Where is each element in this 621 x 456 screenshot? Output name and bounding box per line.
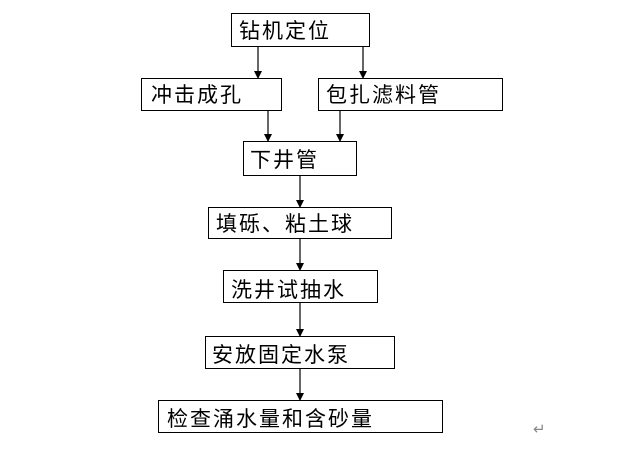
step-well-wash-pump-test: 洗井试抽水 — [223, 270, 378, 303]
step-check-water-sand: 检查涌水量和含砂量 — [158, 400, 443, 433]
step-install-pump-label: 安放固定水泵 — [212, 343, 350, 367]
step-wrap-filter-pipe-label: 包扎滤料管 — [326, 83, 441, 107]
step-drill-positioning: 钻机定位 — [231, 13, 370, 47]
paragraph-return-icon: ↵ — [533, 420, 546, 438]
step-fill-gravel-clay: 填砾、粘土球 — [208, 207, 392, 239]
step-lower-casing-label: 下井管 — [250, 148, 319, 172]
step-percussion-hole-label: 冲击成孔 — [151, 83, 243, 107]
step-lower-casing: 下井管 — [243, 141, 357, 176]
step-install-pump: 安放固定水泵 — [205, 336, 395, 369]
step-check-water-sand-label: 检查涌水量和含砂量 — [167, 407, 374, 431]
step-well-wash-pump-test-label: 洗井试抽水 — [231, 278, 346, 302]
step-wrap-filter-pipe: 包扎滤料管 — [318, 78, 503, 111]
step-percussion-hole: 冲击成孔 — [141, 78, 282, 111]
step-drill-positioning-label: 钻机定位 — [239, 19, 331, 43]
step-fill-gravel-clay-label: 填砾、粘土球 — [216, 212, 354, 236]
